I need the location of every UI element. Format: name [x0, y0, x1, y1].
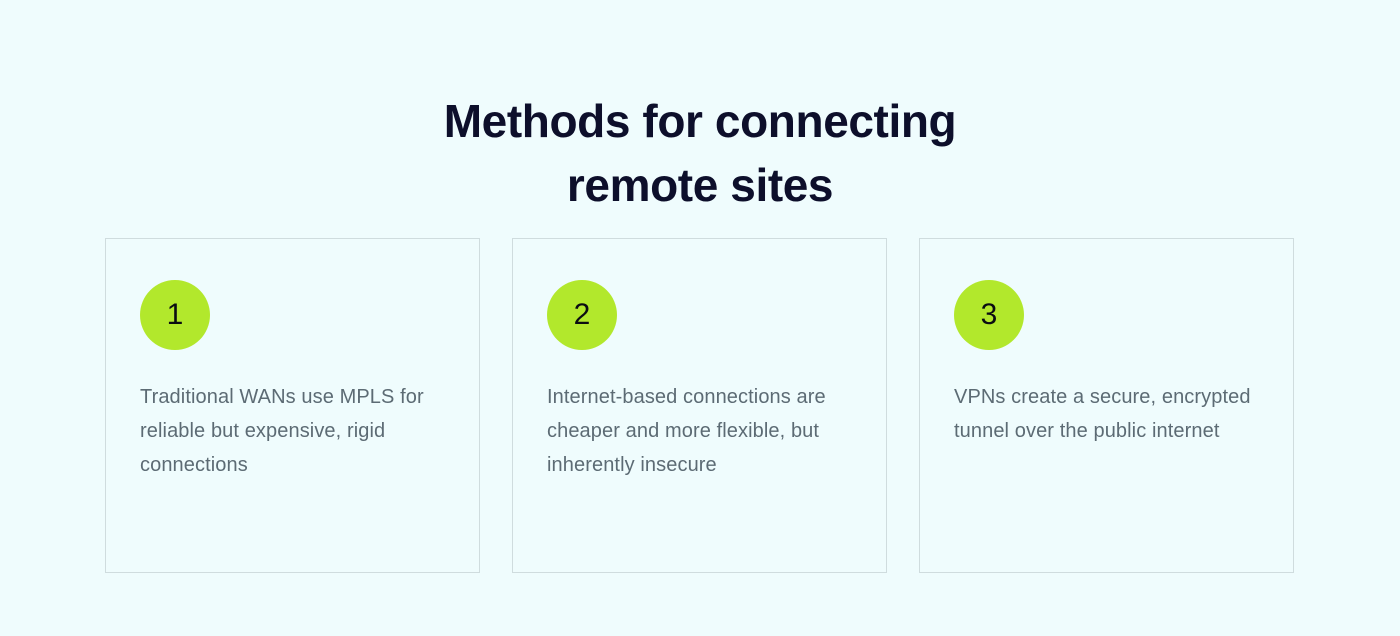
method-card-3[interactable]: 3 VPNs create a secure, encrypted tunnel…	[919, 238, 1294, 573]
step-number-badge: 2	[547, 280, 617, 350]
methods-card-list: 1 Traditional WANs use MPLS for reliable…	[105, 238, 1295, 573]
step-number-label: 1	[166, 298, 184, 331]
page-title: Methods for connecting remote sites	[443, 94, 957, 211]
method-card-2[interactable]: 2 Internet-based connections are cheaper…	[512, 238, 887, 573]
step-number-badge: 1	[140, 280, 210, 350]
step-number-label: 2	[573, 298, 591, 331]
step-number-badge: 3	[954, 280, 1024, 350]
method-description: VPNs create a secure, encrypted tunnel o…	[954, 386, 1251, 442]
method-description: Traditional WANs use MPLS for reliable b…	[140, 386, 424, 476]
step-number-label: 3	[980, 298, 998, 331]
method-description: Internet-based connections are cheaper a…	[547, 386, 826, 476]
method-card-1[interactable]: 1 Traditional WANs use MPLS for reliable…	[105, 238, 480, 573]
